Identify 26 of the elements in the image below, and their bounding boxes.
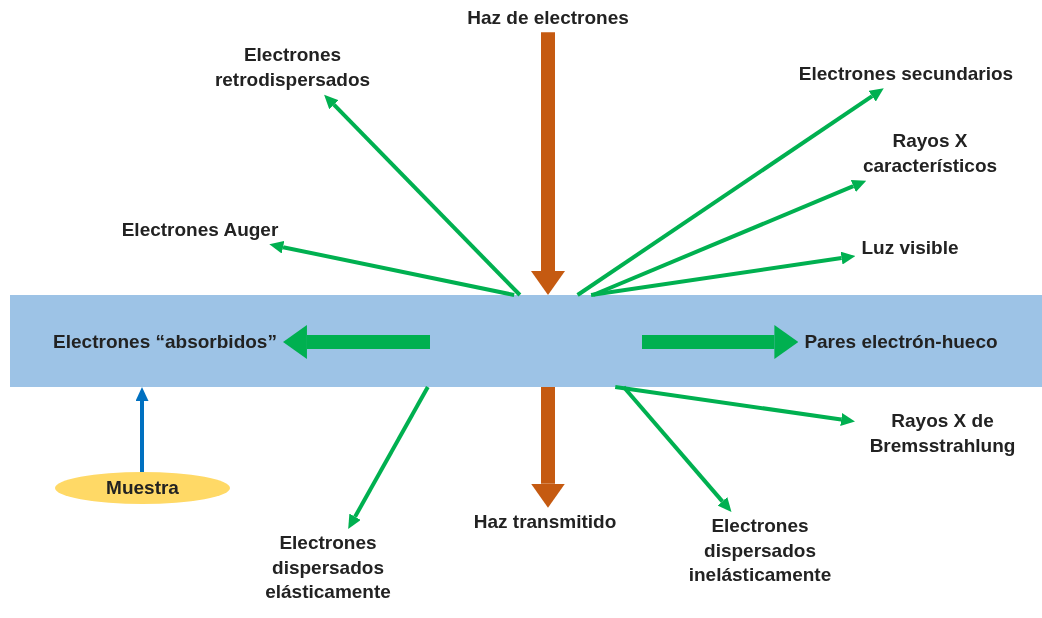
- sample-ellipse: Muestra: [55, 472, 230, 504]
- signal-label: Pares electrón-hueco: [798, 327, 1004, 357]
- signal-label: Electrones dispersados elásticamente: [238, 528, 418, 608]
- signal-label: Luz visible: [855, 233, 965, 263]
- beam-label: Haz transmitido: [467, 507, 623, 537]
- signal-label: Electrones “absorbidos”: [47, 327, 283, 357]
- signal-label: Electrones dispersados inelásticamente: [655, 511, 865, 591]
- arrow: [282, 325, 430, 359]
- signal-label: Electrones Auger: [115, 215, 285, 245]
- arrow: [531, 387, 565, 508]
- sample-band: [10, 295, 1042, 387]
- arrow: [531, 32, 565, 295]
- signal-label: Electrones secundarios: [792, 59, 1020, 89]
- signal-label: Rayos X de Bremsstrahlung: [855, 407, 1030, 461]
- arrow: [590, 251, 856, 297]
- arrow: [348, 386, 430, 529]
- arrow: [324, 94, 522, 297]
- signal-label: Rayos X característicos: [845, 127, 1015, 181]
- arrow: [622, 385, 732, 512]
- arrow: [269, 240, 515, 297]
- arrow: [614, 385, 855, 426]
- arrow: [576, 88, 884, 297]
- arrow: [642, 325, 799, 359]
- beam-label: Haz de electrones: [461, 3, 635, 33]
- arrow: [135, 387, 149, 472]
- signal-label: Electrones retrodispersados: [195, 41, 390, 95]
